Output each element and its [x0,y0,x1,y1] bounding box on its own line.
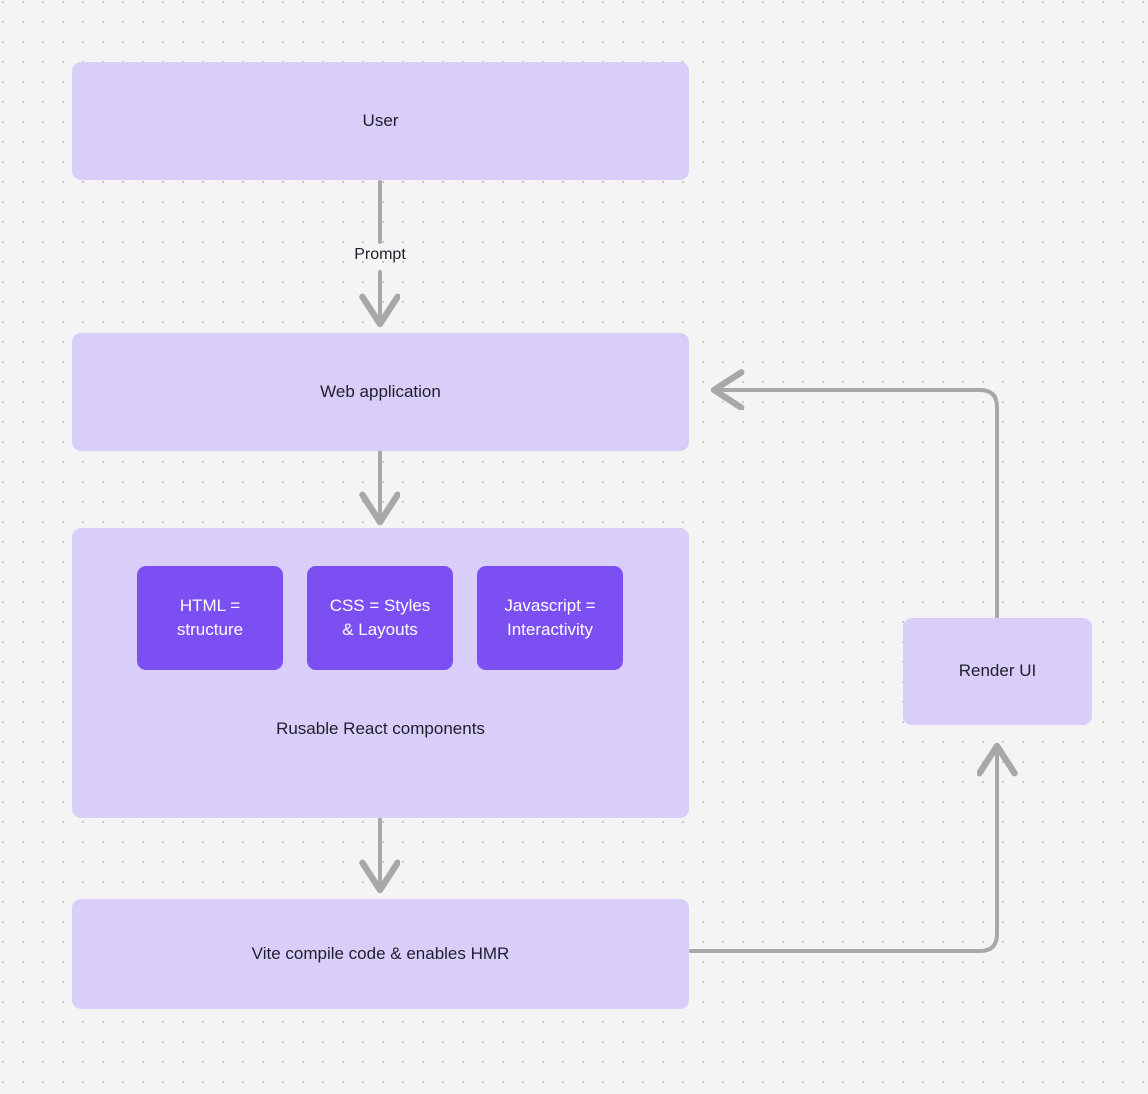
edge-label-prompt-text: Prompt [354,246,406,263]
node-vite[interactable]: Vite compile code & enables HMR [72,899,689,1009]
node-html[interactable]: HTML = structure [137,566,283,670]
edge-label-prompt: Prompt [330,246,430,264]
node-vite-label: Vite compile code & enables HMR [251,943,510,963]
node-render-ui[interactable]: Render UI [903,618,1092,725]
node-html-label: HTML = structure [176,595,244,639]
node-javascript[interactable]: Javascript = Interactivity [477,566,623,670]
node-components-group-label-text: Rusable React components [276,719,485,738]
node-components-group-label: Rusable React components [72,718,689,741]
edge-vite-to-render-ui [689,748,997,953]
node-user[interactable]: User [72,62,689,180]
node-components-group[interactable]: HTML = structure CSS = Styles & Layouts … [72,528,689,818]
node-css-label: CSS = Styles & Layouts [329,595,431,639]
edge-render-ui-to-web-application [716,390,999,620]
node-user-label: User [362,110,399,130]
node-web-application[interactable]: Web application [72,333,689,451]
node-web-application-label: Web application [320,381,441,401]
node-render-ui-label: Render UI [958,661,1037,681]
node-css[interactable]: CSS = Styles & Layouts [307,566,453,670]
components-group-items: HTML = structure CSS = Styles & Layouts … [72,528,689,818]
node-javascript-label: Javascript = Interactivity [504,595,596,639]
